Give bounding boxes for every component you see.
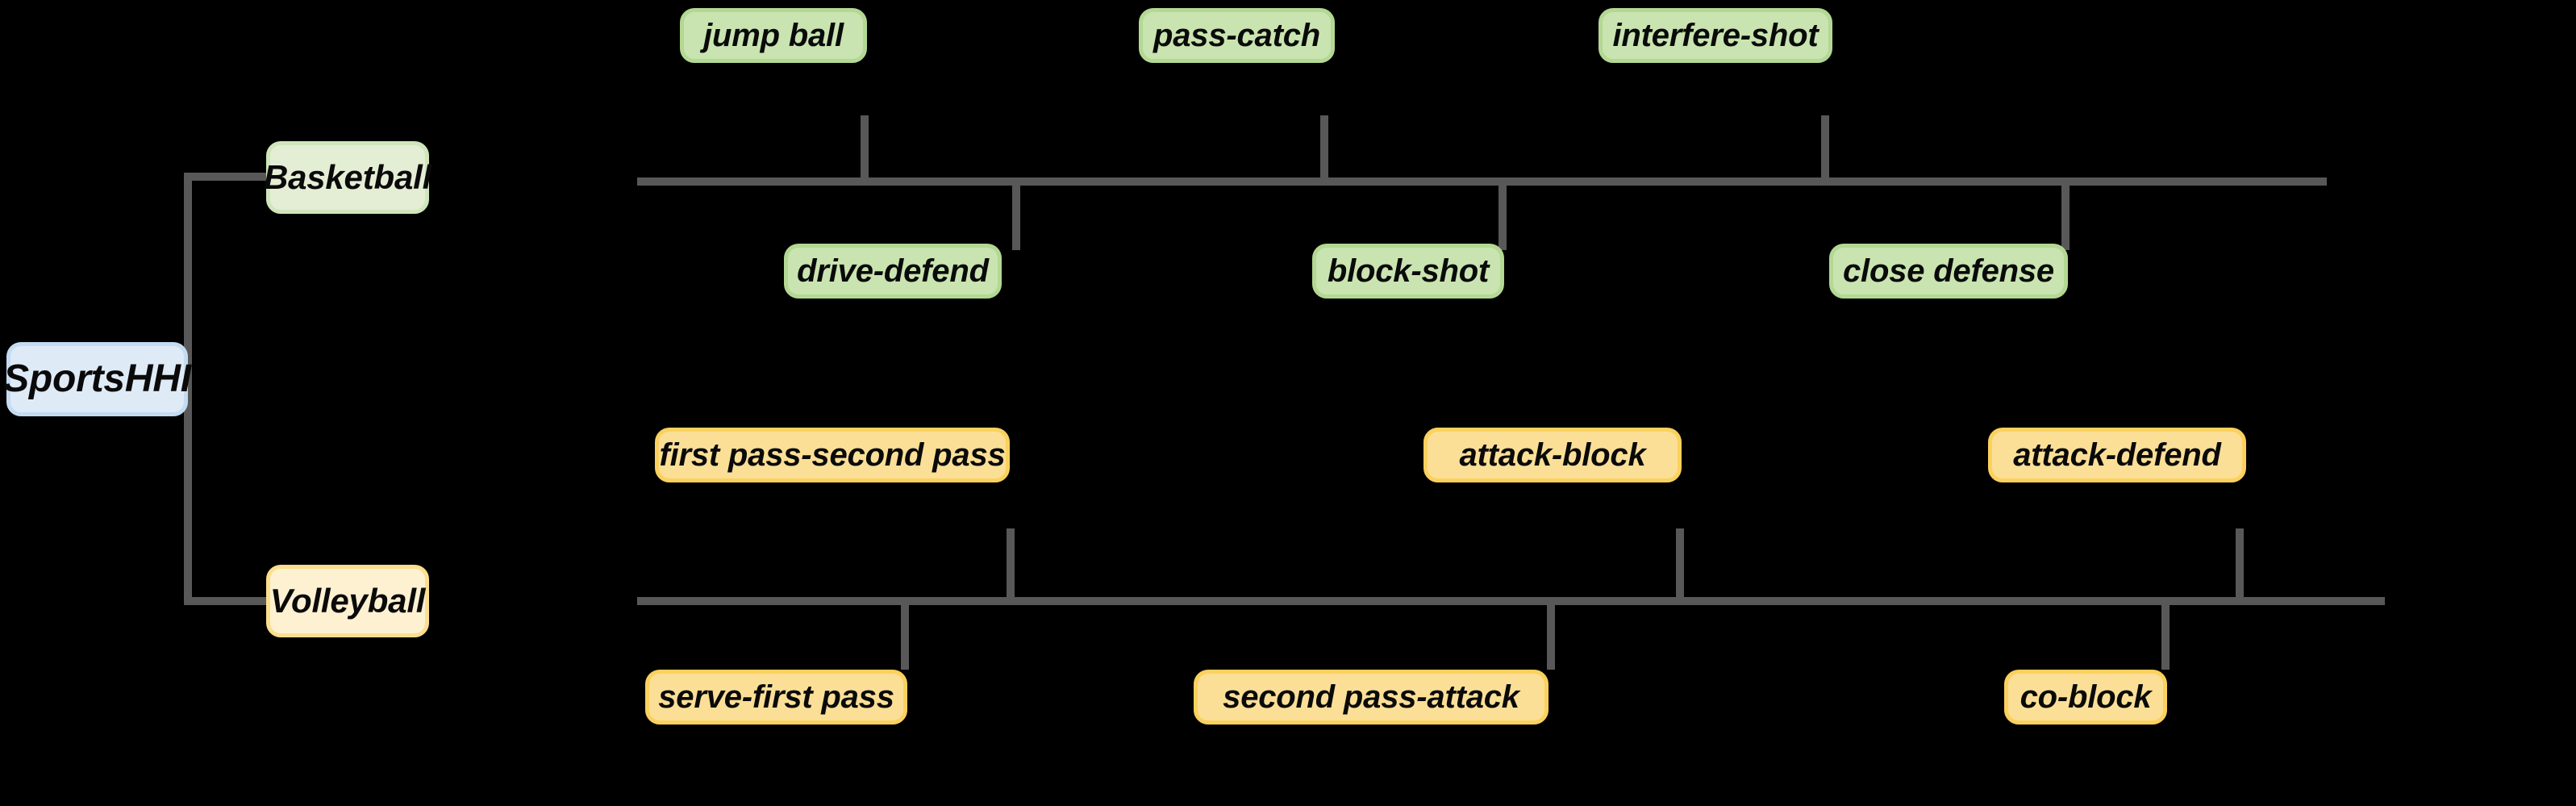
node-leaf-serve-first-pass[interactable]: serve-first pass [645, 670, 907, 725]
node-label: second pass-attack [1223, 679, 1519, 715]
node-label: block-shot [1327, 253, 1490, 289]
node-leaf-second-pass-attack[interactable]: second pass-attack [1194, 670, 1549, 725]
edge-volleyball-stub-serve-first-pass [901, 597, 909, 670]
node-leaf-pass-catch[interactable]: pass-catch [1139, 8, 1335, 63]
edge-volleyball-stub-attack-defend [2236, 528, 2244, 601]
edge-basketball-stub-interfere-shot [1821, 115, 1829, 182]
node-label: first pass-second pass [659, 437, 1006, 473]
edge-basketball-stub-close-defense [2061, 177, 2070, 250]
edge-volleyball-stub-first-pass-second-pass [1007, 528, 1015, 601]
edge-root-to-volleyball [184, 597, 273, 605]
edge-volleyball-stub-attack-block [1676, 528, 1684, 601]
node-branch-basketball[interactable]: Basketball [264, 141, 431, 214]
node-label: co-block [2020, 679, 2152, 715]
edge-root-trunk [184, 173, 192, 605]
node-label: attack-block [1459, 437, 1646, 473]
node-leaf-attack-block[interactable]: attack-block [1423, 428, 1682, 482]
node-leaf-first-pass-second-pass[interactable]: first pass-second pass [655, 428, 1010, 482]
edge-basketball-spine [637, 177, 2327, 186]
edge-basketball-stub-pass-catch [1320, 115, 1328, 182]
edge-volleyball-stub-co-block [2161, 597, 2170, 670]
node-leaf-block-shot[interactable]: block-shot [1312, 244, 1504, 299]
edge-basketball-stub-block-shot [1498, 177, 1507, 250]
node-leaf-attack-defend[interactable]: attack-defend [1988, 428, 2246, 482]
node-label: Basketball [263, 158, 432, 196]
node-branch-volleyball[interactable]: Volleyball [266, 565, 429, 637]
node-root-sportshhi[interactable]: SportsHHI [3, 342, 191, 416]
node-label: jump ball [703, 18, 844, 53]
edge-basketball-stub-jump-ball [861, 115, 869, 182]
node-label: interfere-shot [1612, 18, 1819, 53]
node-leaf-close-defense[interactable]: close defense [1829, 244, 2068, 299]
node-leaf-jump-ball[interactable]: jump ball [680, 8, 867, 63]
node-leaf-interfere-shot[interactable]: interfere-shot [1599, 8, 1832, 63]
node-leaf-co-block[interactable]: co-block [2004, 670, 2167, 725]
edge-basketball-stub-drive-defend [1012, 177, 1020, 250]
node-label: close defense [1843, 253, 2054, 289]
node-label: SportsHHI [3, 357, 191, 400]
node-leaf-drive-defend[interactable]: drive-defend [784, 244, 1002, 299]
node-label: drive-defend [797, 253, 989, 289]
node-label: serve-first pass [658, 679, 894, 715]
node-label: attack-defend [2013, 437, 2221, 473]
node-label: pass-catch [1153, 18, 1320, 53]
edge-volleyball-stub-second-pass-attack [1547, 597, 1555, 670]
edge-volleyball-spine [637, 597, 2385, 605]
edge-root-to-basketball [184, 173, 273, 181]
node-label: Volleyball [269, 582, 426, 620]
